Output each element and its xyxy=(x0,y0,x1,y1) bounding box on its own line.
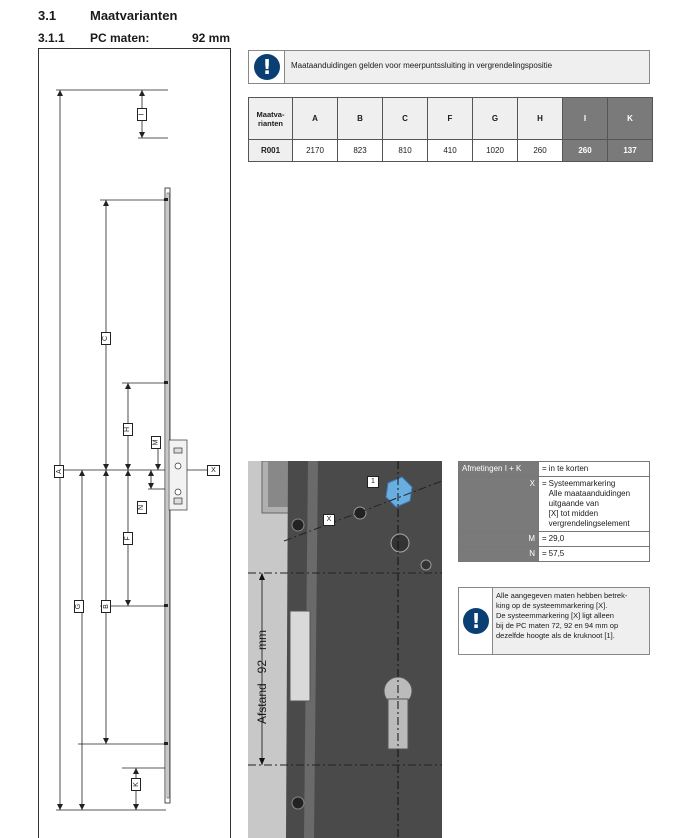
legend-value: 57,5 xyxy=(546,546,650,562)
table-header: G xyxy=(472,97,518,140)
table-header: I xyxy=(562,97,608,140)
dim-label-h: H xyxy=(123,423,133,436)
dimension-table: Maatva-rianten A B C F G H I K R001 2170… xyxy=(248,97,653,162)
table-cell: 137 xyxy=(607,139,653,162)
table-cell: 410 xyxy=(427,139,473,162)
note-box: ! Maataanduidingen gelden voor meerpunts… xyxy=(248,50,650,84)
subsection-title: PC maten: xyxy=(90,31,150,45)
table-header: F xyxy=(427,97,473,140)
table-header: C xyxy=(382,97,428,140)
table-header-first: Maatva-rianten xyxy=(248,97,293,140)
dim-label-i: I xyxy=(137,108,147,121)
table-header: B xyxy=(337,97,383,140)
legend-value: in te korten xyxy=(546,461,650,477)
table-row-label: R001 xyxy=(248,139,293,162)
lock-photo xyxy=(248,461,442,838)
table-row: Afmetingen I + K = in te korten xyxy=(458,461,650,477)
table-cell: 810 xyxy=(382,139,428,162)
dim-label-k: K xyxy=(131,778,141,791)
dim-label-f: F xyxy=(123,532,133,545)
note2-text: Alle aangegeven maten hebben betrek- kin… xyxy=(496,591,628,640)
dim-label-g: G xyxy=(74,600,84,613)
subsection-value: 92 mm xyxy=(192,31,231,45)
legend-key: M xyxy=(458,531,539,547)
dim-label-x: X xyxy=(207,465,220,476)
dim-label-c: C xyxy=(101,332,111,345)
info-icon: ! xyxy=(254,54,280,80)
legend-key: N xyxy=(458,546,539,562)
legend-value: Systeemmarkering Alle maataanduidingen u… xyxy=(546,476,650,532)
callout-x: X xyxy=(323,514,335,526)
dim-label-b: B xyxy=(101,600,111,613)
dim-label-m: M xyxy=(151,436,161,449)
note-text: Maataanduidingen gelden voor meerpuntssl… xyxy=(291,61,553,70)
table-cell: 823 xyxy=(337,139,383,162)
table-header: H xyxy=(517,97,563,140)
info-icon: ! xyxy=(463,608,489,634)
distance-text: Afstand 92 mm xyxy=(255,629,269,725)
table-cell: 260 xyxy=(517,139,563,162)
dim-label-a: A xyxy=(54,465,64,478)
table-cell: 1020 xyxy=(472,139,518,162)
legend-key: X xyxy=(458,476,539,532)
table-row: M = 29,0 xyxy=(458,531,650,547)
table-row: N = 57,5 xyxy=(458,546,650,562)
table-header: K xyxy=(607,97,653,140)
technical-drawing xyxy=(56,89,213,811)
note-box-2: ! Alle aangegeven maten hebben betrek- k… xyxy=(458,587,650,655)
legend-key: Afmetingen I + K xyxy=(458,461,539,477)
section-title: Maatvarianten xyxy=(90,8,178,23)
technical-drawing-frame xyxy=(38,48,231,838)
callout-1: 1 xyxy=(367,476,379,488)
table-cell: 2170 xyxy=(292,139,338,162)
table-cell: 260 xyxy=(562,139,608,162)
section-number: 3.1 xyxy=(38,8,57,23)
dim-label-n: N xyxy=(137,501,147,514)
table-header: A xyxy=(292,97,338,140)
legend-table: Afmetingen I + K = in te korten X = Syst… xyxy=(458,461,650,562)
subsection-number: 3.1.1 xyxy=(38,31,65,45)
legend-value: 29,0 xyxy=(546,531,650,547)
table-row: X = Systeemmarkering Alle maataanduiding… xyxy=(458,476,650,532)
table-row: R001 2170 823 810 410 1020 260 260 137 xyxy=(248,139,653,162)
